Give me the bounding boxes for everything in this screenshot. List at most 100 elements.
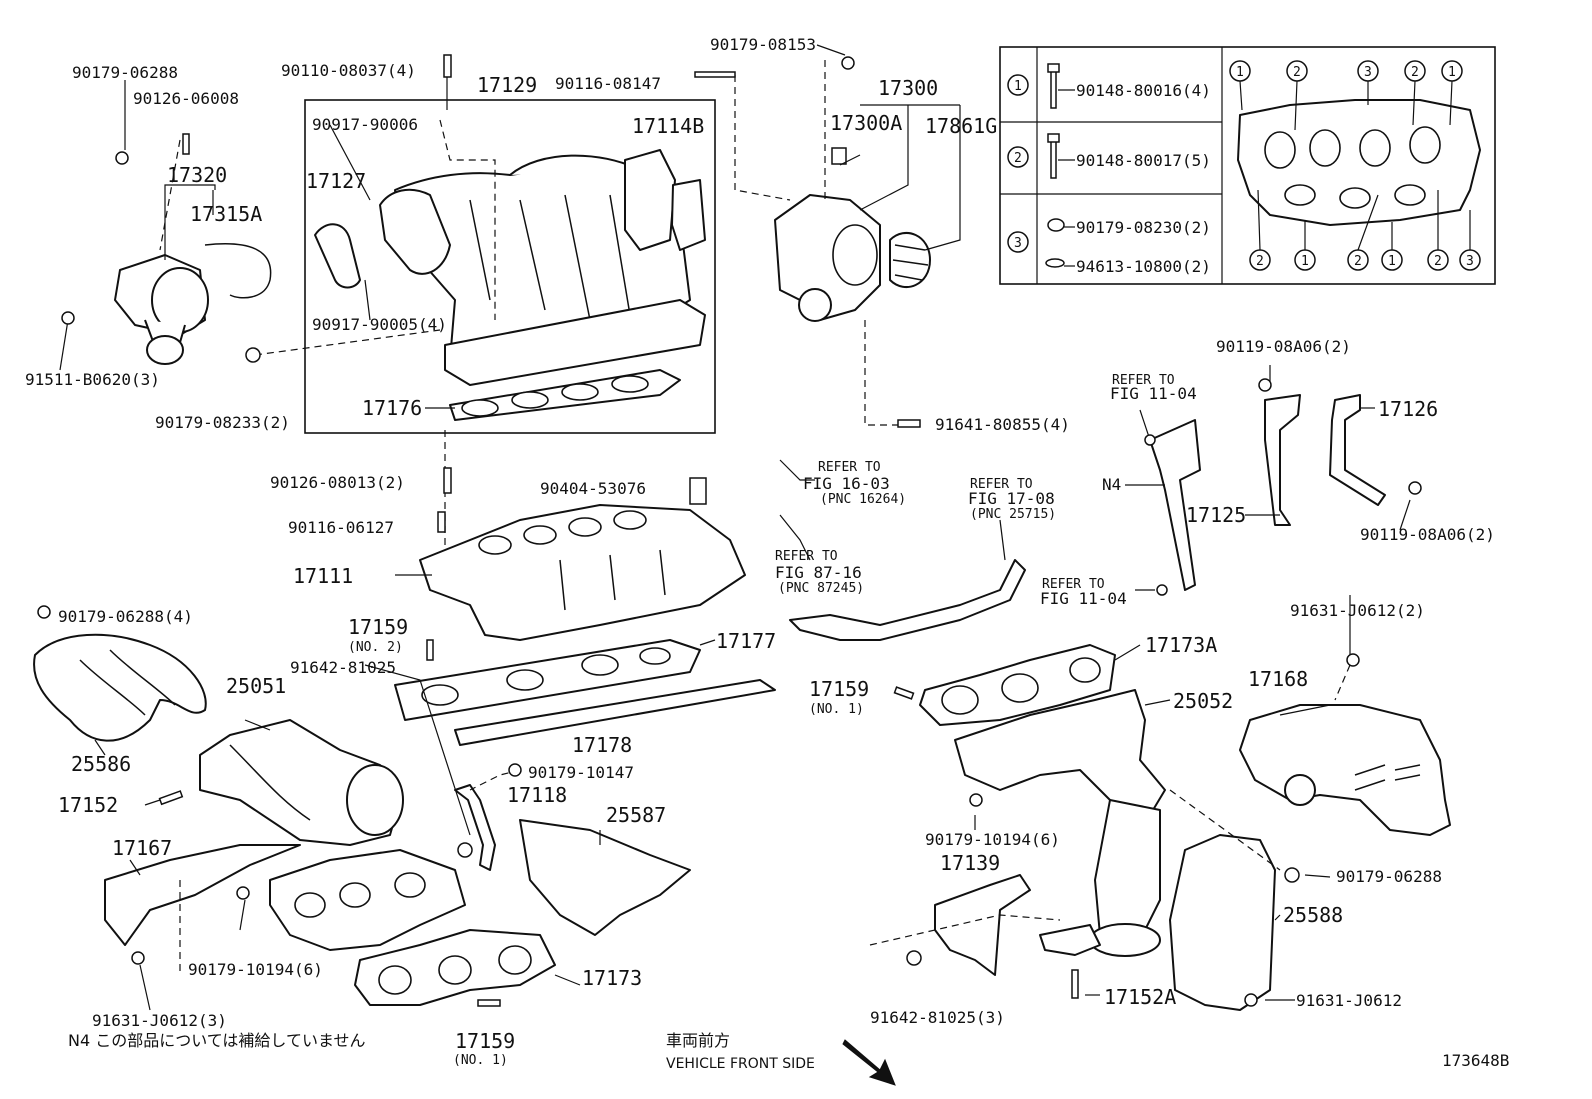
vehicle-front-arrow-icon [842, 1039, 896, 1086]
label: 17159 [455, 1029, 515, 1053]
label: 91642-81025 [290, 658, 396, 677]
pipe-17118 [454, 784, 496, 871]
label: 90119-08A06(2) [1216, 337, 1351, 356]
label: REFER TO [1042, 577, 1105, 592]
row-number: 3 [1014, 236, 1022, 251]
label: 17176 [362, 396, 422, 420]
label: 17300A [830, 111, 902, 135]
label: 17111 [293, 564, 353, 588]
gasket-17178 [454, 679, 776, 746]
label: N4 [1102, 475, 1121, 494]
label: 90116-08147 [555, 74, 661, 93]
label: (NO. 1) [809, 702, 864, 717]
label: 90404-53076 [540, 479, 646, 498]
vehicle-front-ja: 車両前方 [666, 1031, 730, 1050]
label: 91511-B0620(3) [25, 370, 160, 389]
exhaust-manifold-25052 [954, 689, 1166, 957]
label: 90116-06127 [288, 518, 394, 537]
label: FIG 17-08 [968, 489, 1055, 508]
label: 17167 [112, 836, 172, 860]
part-labels: 90179-06288 90126-06008 17320 17315A 915… [25, 35, 1495, 1068]
bolt-part: 94613-10800(2) [1076, 257, 1211, 276]
label: 90179-08153 [710, 35, 816, 54]
vehicle-front-en: VEHICLE FRONT SIDE [666, 1056, 815, 1072]
label: 90126-06008 [133, 89, 239, 108]
label: 90119-08A06(2) [1360, 525, 1495, 544]
fasteners [37, 54, 1422, 1007]
flange-number: 2 [1293, 65, 1301, 80]
label: 17320 [167, 163, 227, 187]
label: 90179-06288 [1336, 867, 1442, 886]
label: REFER TO [1112, 373, 1175, 388]
label: 17126 [1378, 397, 1438, 421]
flange-number: 1 [1301, 254, 1309, 269]
bracket-n4 [1149, 419, 1201, 591]
label: 17127 [306, 169, 366, 193]
label: 17177 [716, 629, 776, 653]
label: (PNC 87245) [778, 581, 864, 596]
bolt-table-labels: 1 2 3 90148-80016(4) 90148-80017(5) 9017… [1014, 65, 1474, 276]
label: 90126-08013(2) [270, 473, 405, 492]
label: 90179-06288(4) [58, 607, 193, 626]
label: 91641-80855(4) [935, 415, 1070, 434]
label: (PNC 16264) [820, 492, 906, 507]
bolt-part: 90148-80016(4) [1076, 81, 1211, 100]
label: 90917-90006 [312, 115, 418, 134]
bolt-table [999, 46, 1496, 285]
gasket-17173 [354, 929, 556, 1006]
gasket-17176 [449, 369, 681, 421]
label: 25052 [1173, 689, 1233, 713]
flange-number: 2 [1411, 65, 1419, 80]
lower-intake-manifold [419, 504, 746, 641]
insulator-25588 [1169, 834, 1276, 1011]
flange-number: 1 [1236, 65, 1244, 80]
label: 17173A [1145, 633, 1217, 657]
exhaust-manifold-lower [269, 849, 466, 951]
flange-number: 2 [1256, 254, 1264, 269]
label: 17152A [1104, 985, 1176, 1009]
label: 90110-08037(4) [281, 61, 416, 80]
flange-number: 1 [1448, 65, 1456, 80]
label: 17159 [348, 615, 408, 639]
throttle-body [774, 147, 931, 322]
label: 25588 [1283, 903, 1343, 927]
flange-number: 2 [1434, 254, 1442, 269]
note-n4: N4 この部品については補給していません [68, 1031, 365, 1050]
intake-manifold-box [304, 99, 716, 434]
label: 17173 [582, 966, 642, 990]
row-number: 1 [1014, 79, 1022, 94]
gasket-17177 [394, 639, 701, 721]
label: FIG 16-03 [803, 474, 890, 493]
label: 90179-08233(2) [155, 413, 290, 432]
label: (NO. 2) [348, 640, 403, 655]
row-number: 2 [1014, 151, 1022, 166]
bracket-lower-right [1039, 924, 1101, 956]
label: 90179-06288 [72, 63, 178, 82]
flange-number: 3 [1364, 65, 1372, 80]
flange-number: 3 [1466, 254, 1474, 269]
insulator-17168 [1239, 704, 1451, 836]
exhaust-manifold-25051 [199, 719, 404, 846]
label: 91642-81025(3) [870, 1008, 1005, 1027]
label: 90179-10147 [528, 763, 634, 782]
label: REFER TO [775, 549, 838, 564]
bolt-part: 90179-08230(2) [1076, 218, 1211, 237]
bolt-part: 90148-80017(5) [1076, 151, 1211, 170]
label: 91631-J0612(2) [1290, 601, 1425, 620]
upper-intake-manifold [379, 149, 706, 386]
label: 17168 [1248, 667, 1308, 691]
label: 91631-J0612 [1296, 991, 1402, 1010]
gasket-17114b [671, 179, 706, 251]
label: FIG 87-16 [775, 563, 862, 582]
gasket-17127 [314, 223, 361, 289]
bracket-17126 [1329, 394, 1386, 506]
label: 25587 [606, 803, 666, 827]
label: 17300 [878, 76, 938, 100]
vsv-assembly [114, 243, 272, 365]
label: (NO. 1) [453, 1053, 508, 1068]
label: FIG 11-04 [1110, 384, 1197, 403]
flange-number: 1 [1388, 254, 1396, 269]
bracket-17125 [1264, 394, 1301, 526]
label: 17861G [925, 114, 997, 138]
